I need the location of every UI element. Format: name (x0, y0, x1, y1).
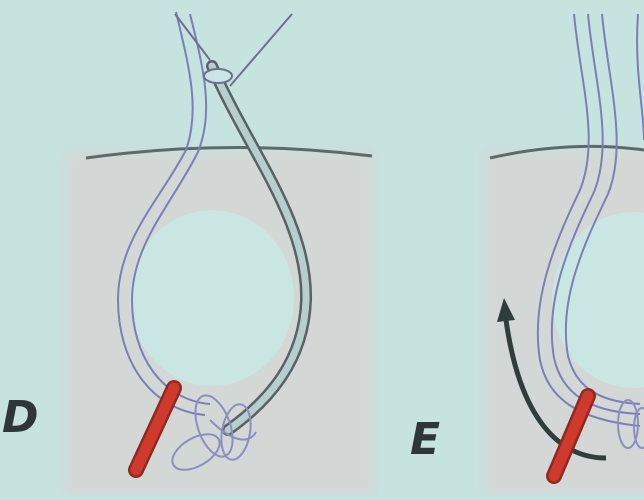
panel-label-e: E (410, 418, 440, 462)
panel-e (484, 14, 644, 496)
lumen-d (130, 210, 294, 386)
panel-d (64, 12, 374, 496)
panel-label-d: D (2, 396, 39, 440)
suture-strand-d-right (230, 14, 292, 86)
tube-tip-ring-d (204, 69, 232, 83)
